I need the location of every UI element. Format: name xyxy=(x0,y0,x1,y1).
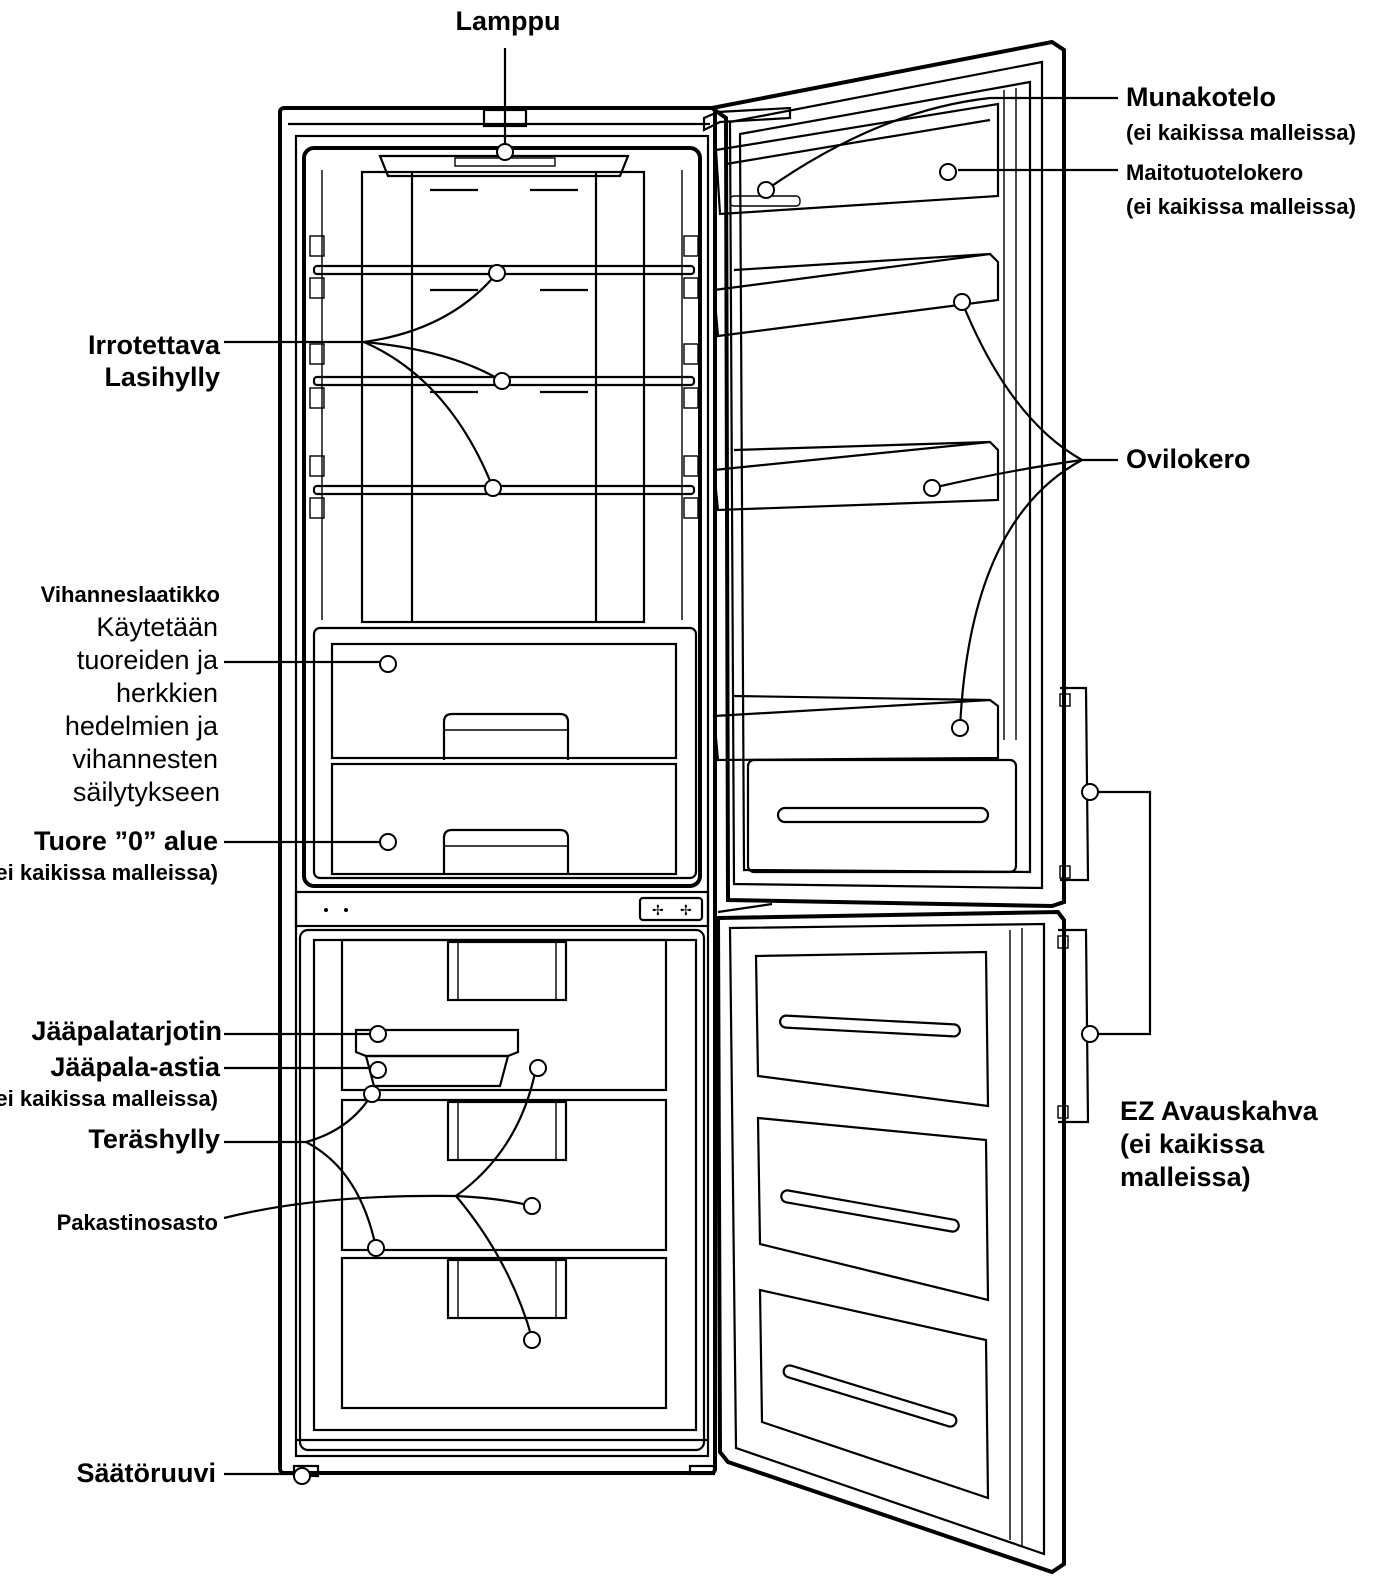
label-lamppu: Lamppu xyxy=(456,6,561,36)
label-jaapala-astia-note: (ei kaikissa malleissa) xyxy=(0,1086,218,1111)
callout-dots xyxy=(293,143,1099,1485)
label-tuore-note: (ei kaikissa malleissa) xyxy=(0,860,218,885)
leader-lines xyxy=(223,48,1152,1476)
label-maitotuotelokero-note: (ei kaikissa malleissa) xyxy=(1126,194,1356,219)
label-vihannes-desc-2: herkkien xyxy=(116,678,218,708)
svg-text:✢: ✢ xyxy=(652,902,664,918)
label-vihannes-desc-1: tuoreiden ja xyxy=(77,645,219,675)
label-vihannes-desc-3: hedelmien ja xyxy=(65,711,219,741)
fridge-door xyxy=(702,39,1090,909)
label-vihannes-desc-4: vihannesten xyxy=(72,744,218,774)
label-ovilokero: Ovilokero xyxy=(1126,444,1251,474)
label-terashylly: Teräshylly xyxy=(88,1124,220,1154)
label-vihannes-desc-5: säilytykseen xyxy=(73,777,220,807)
label-jaapala-astia: Jääpala-astia xyxy=(50,1052,221,1082)
label-ez-note-1: (ei kaikissa xyxy=(1120,1129,1265,1159)
svg-text:✢: ✢ xyxy=(680,902,692,918)
label-vihanneslaatikko: Vihanneslaatikko xyxy=(41,582,220,607)
label-saatoruuvi: Säätöruuvi xyxy=(76,1458,216,1488)
label-irrotettava: Irrotettava xyxy=(88,330,221,360)
label-munakotelo-note: (ei kaikissa malleissa) xyxy=(1126,120,1356,145)
label-ez-avauskahva: EZ Avauskahva xyxy=(1120,1096,1319,1126)
label-ez-note-2: malleissa) xyxy=(1120,1162,1251,1192)
label-vihannes-desc-0: Käytetään xyxy=(96,612,218,642)
freezer-door xyxy=(715,902,1090,1575)
label-munakotelo: Munakotelo xyxy=(1126,82,1276,112)
labels: Lamppu Munakotelo (ei kaikissa malleissa… xyxy=(0,6,1356,1488)
label-jaapalatarjotin: Jääpalatarjotin xyxy=(31,1016,222,1046)
label-lasihylly: Lasihylly xyxy=(104,362,220,392)
label-maitotuotelokero: Maitotuotelokero xyxy=(1126,160,1303,185)
label-pakastinosasto: Pakastinosasto xyxy=(57,1210,218,1235)
fridge-cabinet: ✢ ✢ xyxy=(278,106,717,1478)
label-tuore: Tuore ”0” alue xyxy=(34,826,218,856)
